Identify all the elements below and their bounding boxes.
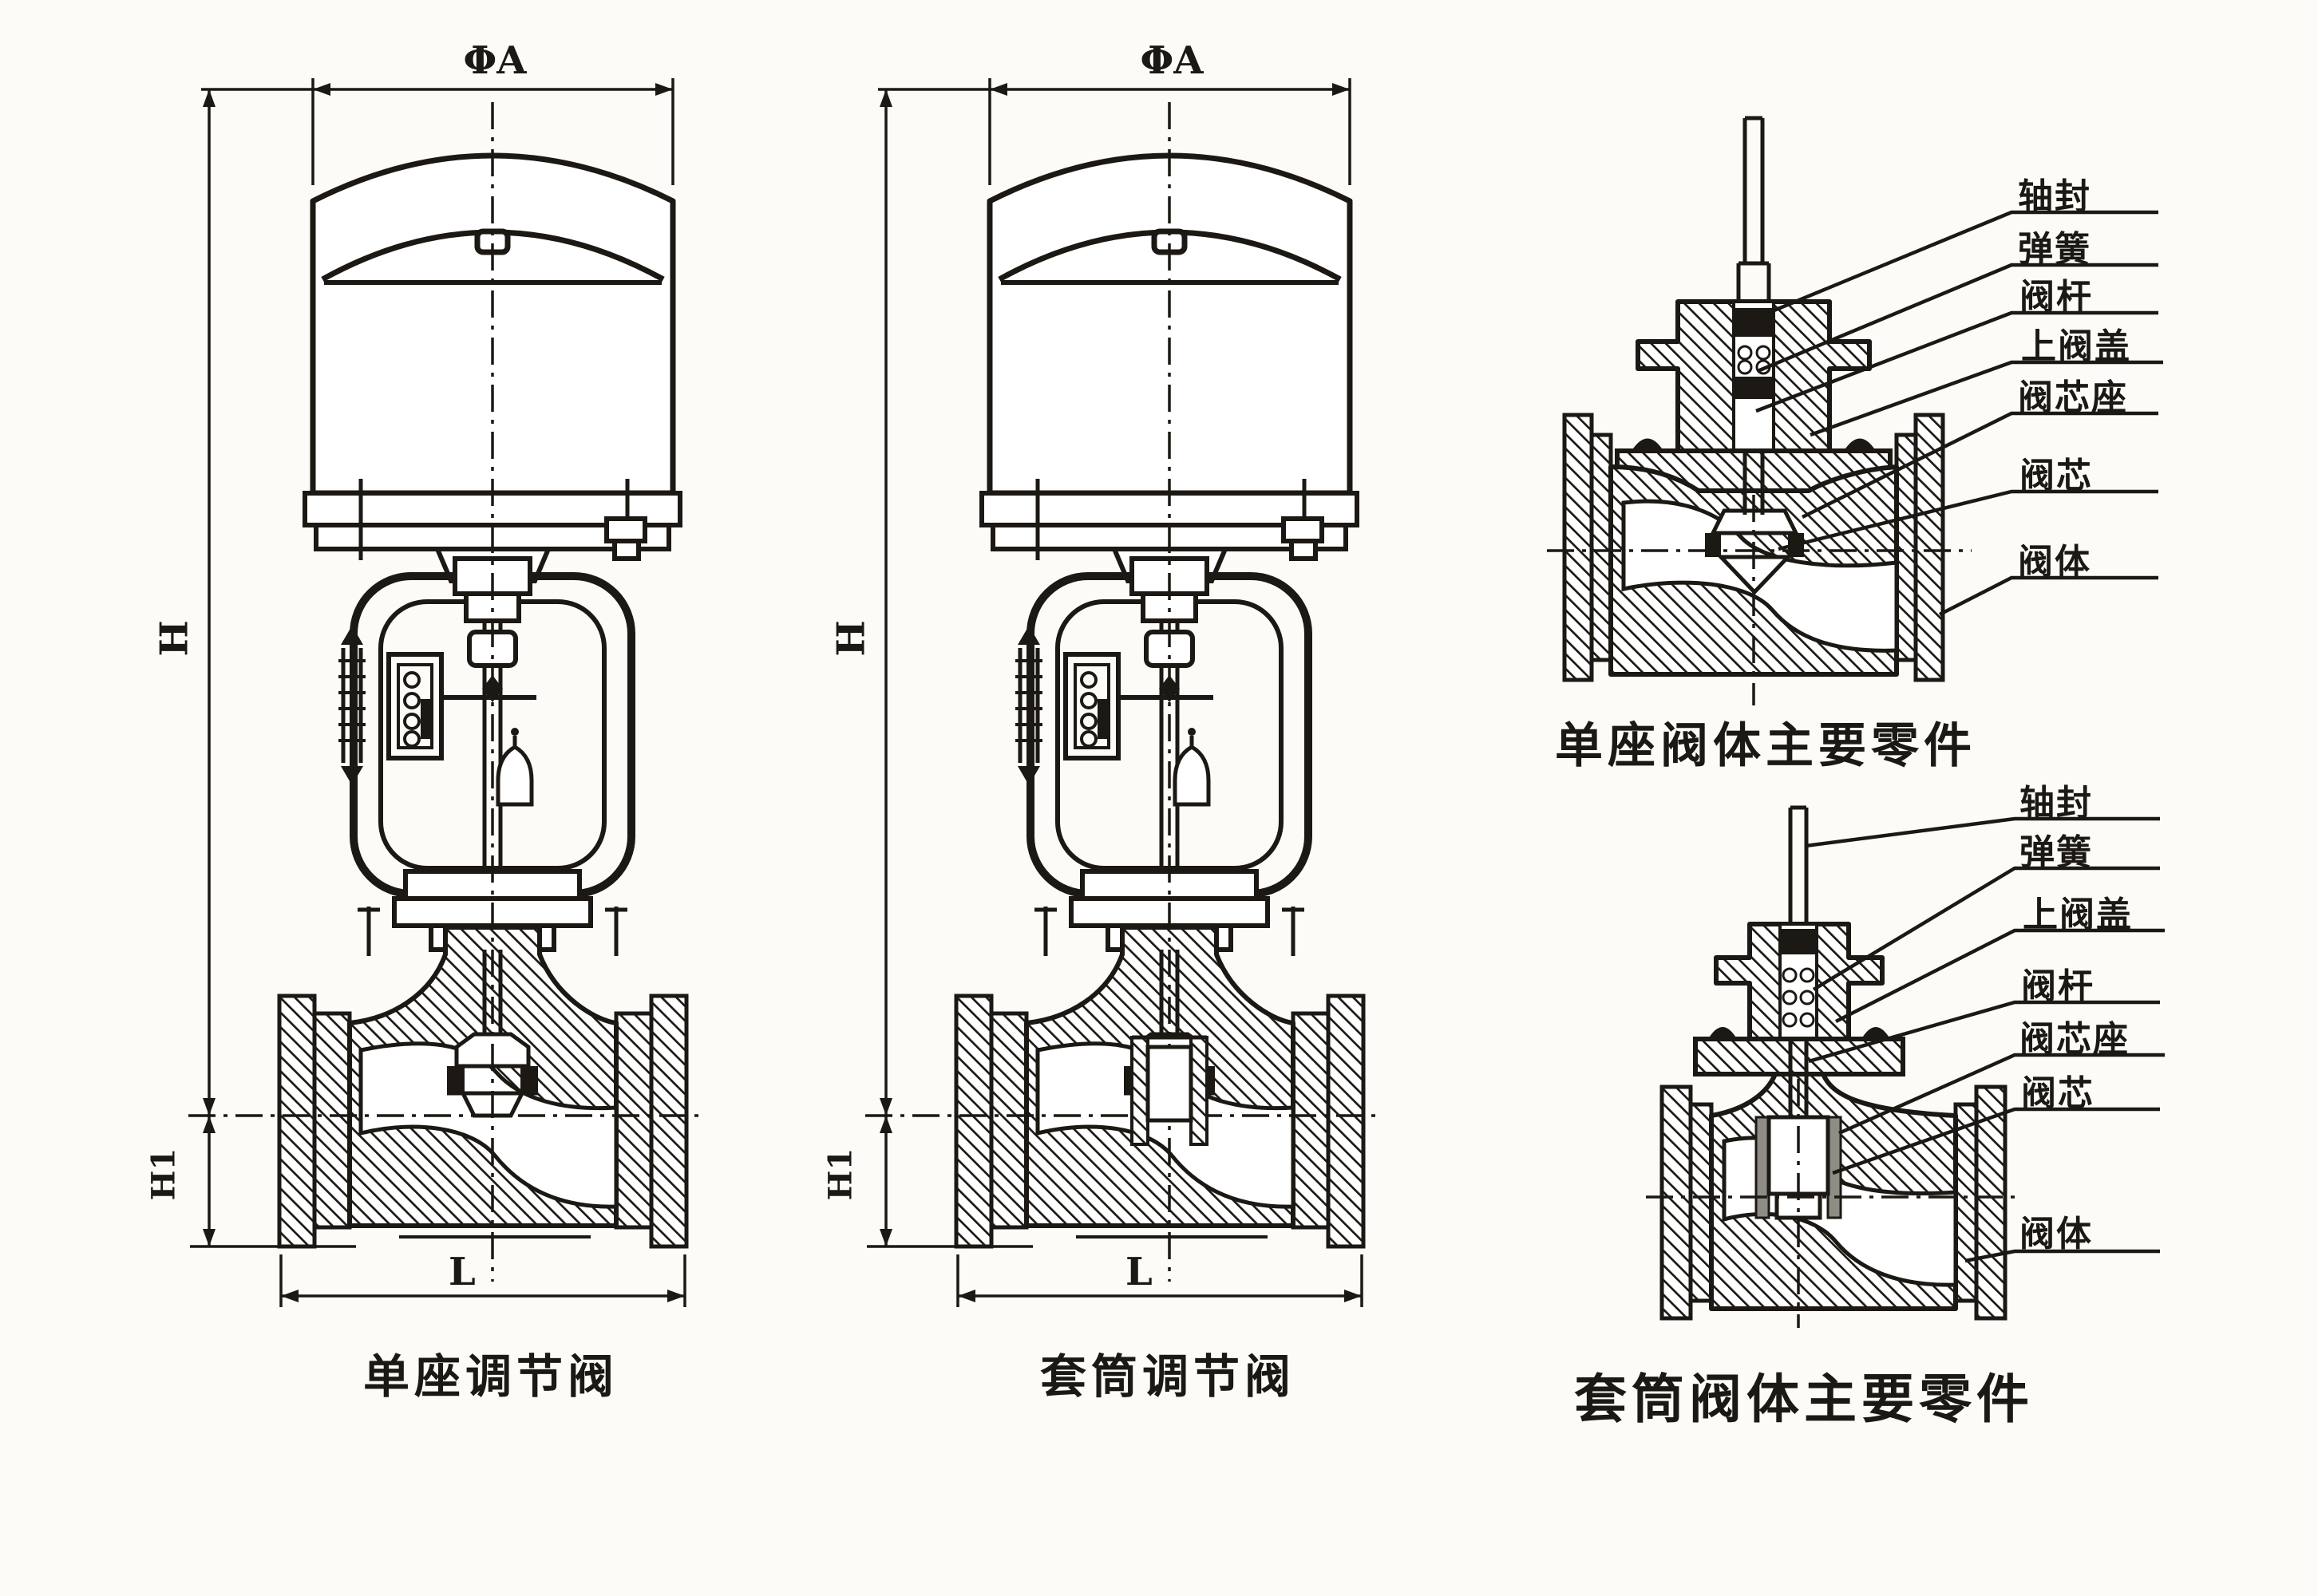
- part-label-valve-body-2: 阀体: [2019, 1214, 2093, 1254]
- part-label-plug-seat-2: 阀芯座: [2019, 1019, 2130, 1060]
- part-label-plug-seat-1: 阀芯座: [2018, 377, 2128, 418]
- dim-label-H1-valve2: H1: [821, 1148, 860, 1201]
- single-seat-valve-drawing: [188, 78, 702, 1307]
- dim-label-phiA-valve1: ΦA: [463, 38, 527, 83]
- dim-label-phiA-valve2: ΦA: [1140, 38, 1204, 83]
- dim-label-L-valve1: L: [449, 1250, 476, 1294]
- sleeve-valve-drawing: [865, 78, 1379, 1307]
- part-label-spring-2: 弹簧: [2019, 832, 2093, 873]
- single-seat-body-section: [1547, 116, 2163, 705]
- part-label-valve-plug-1: 阀芯: [2019, 456, 2093, 496]
- part-label-valve-plug-2: 阀芯: [2021, 1073, 2095, 1114]
- part-label-spring-1: 弹簧: [2018, 229, 2091, 270]
- part-label-shaft-seal-2: 轴封: [2019, 783, 2093, 824]
- dim-label-L-valve2: L: [1125, 1250, 1153, 1294]
- part-label-valve-stem-2: 阀杆: [2021, 966, 2095, 1007]
- part-label-valve-body-1: 阀体: [2018, 542, 2091, 583]
- dim-label-H-valve2: H: [829, 620, 874, 657]
- part-label-upper-bonnet-1: 上阀盖: [2021, 326, 2131, 367]
- sleeve-body-section: [1646, 805, 2165, 1328]
- caption-sleeve-body-parts: 套筒阀体主要零件: [1574, 1369, 2034, 1430]
- leader-lines-sleeve: [1805, 816, 2165, 1263]
- dim-label-H-valve1: H: [152, 620, 197, 657]
- sleeve-cage: [1130, 1035, 1208, 1146]
- leader-lines-single-seat: [1755, 210, 2163, 617]
- part-label-upper-bonnet-2: 上阀盖: [2023, 895, 2133, 935]
- caption-single-seat-valve: 单座调节阀: [362, 1349, 619, 1404]
- caption-sleeve-valve: 套筒调节阀: [1039, 1349, 1295, 1404]
- part-label-shaft-seal-1: 轴封: [2018, 176, 2091, 217]
- caption-single-seat-body-parts: 单座阀体主要零件: [1555, 718, 1976, 774]
- dim-label-H1-valve1: H1: [144, 1148, 183, 1201]
- part-label-valve-stem-1: 阀杆: [2019, 277, 2093, 318]
